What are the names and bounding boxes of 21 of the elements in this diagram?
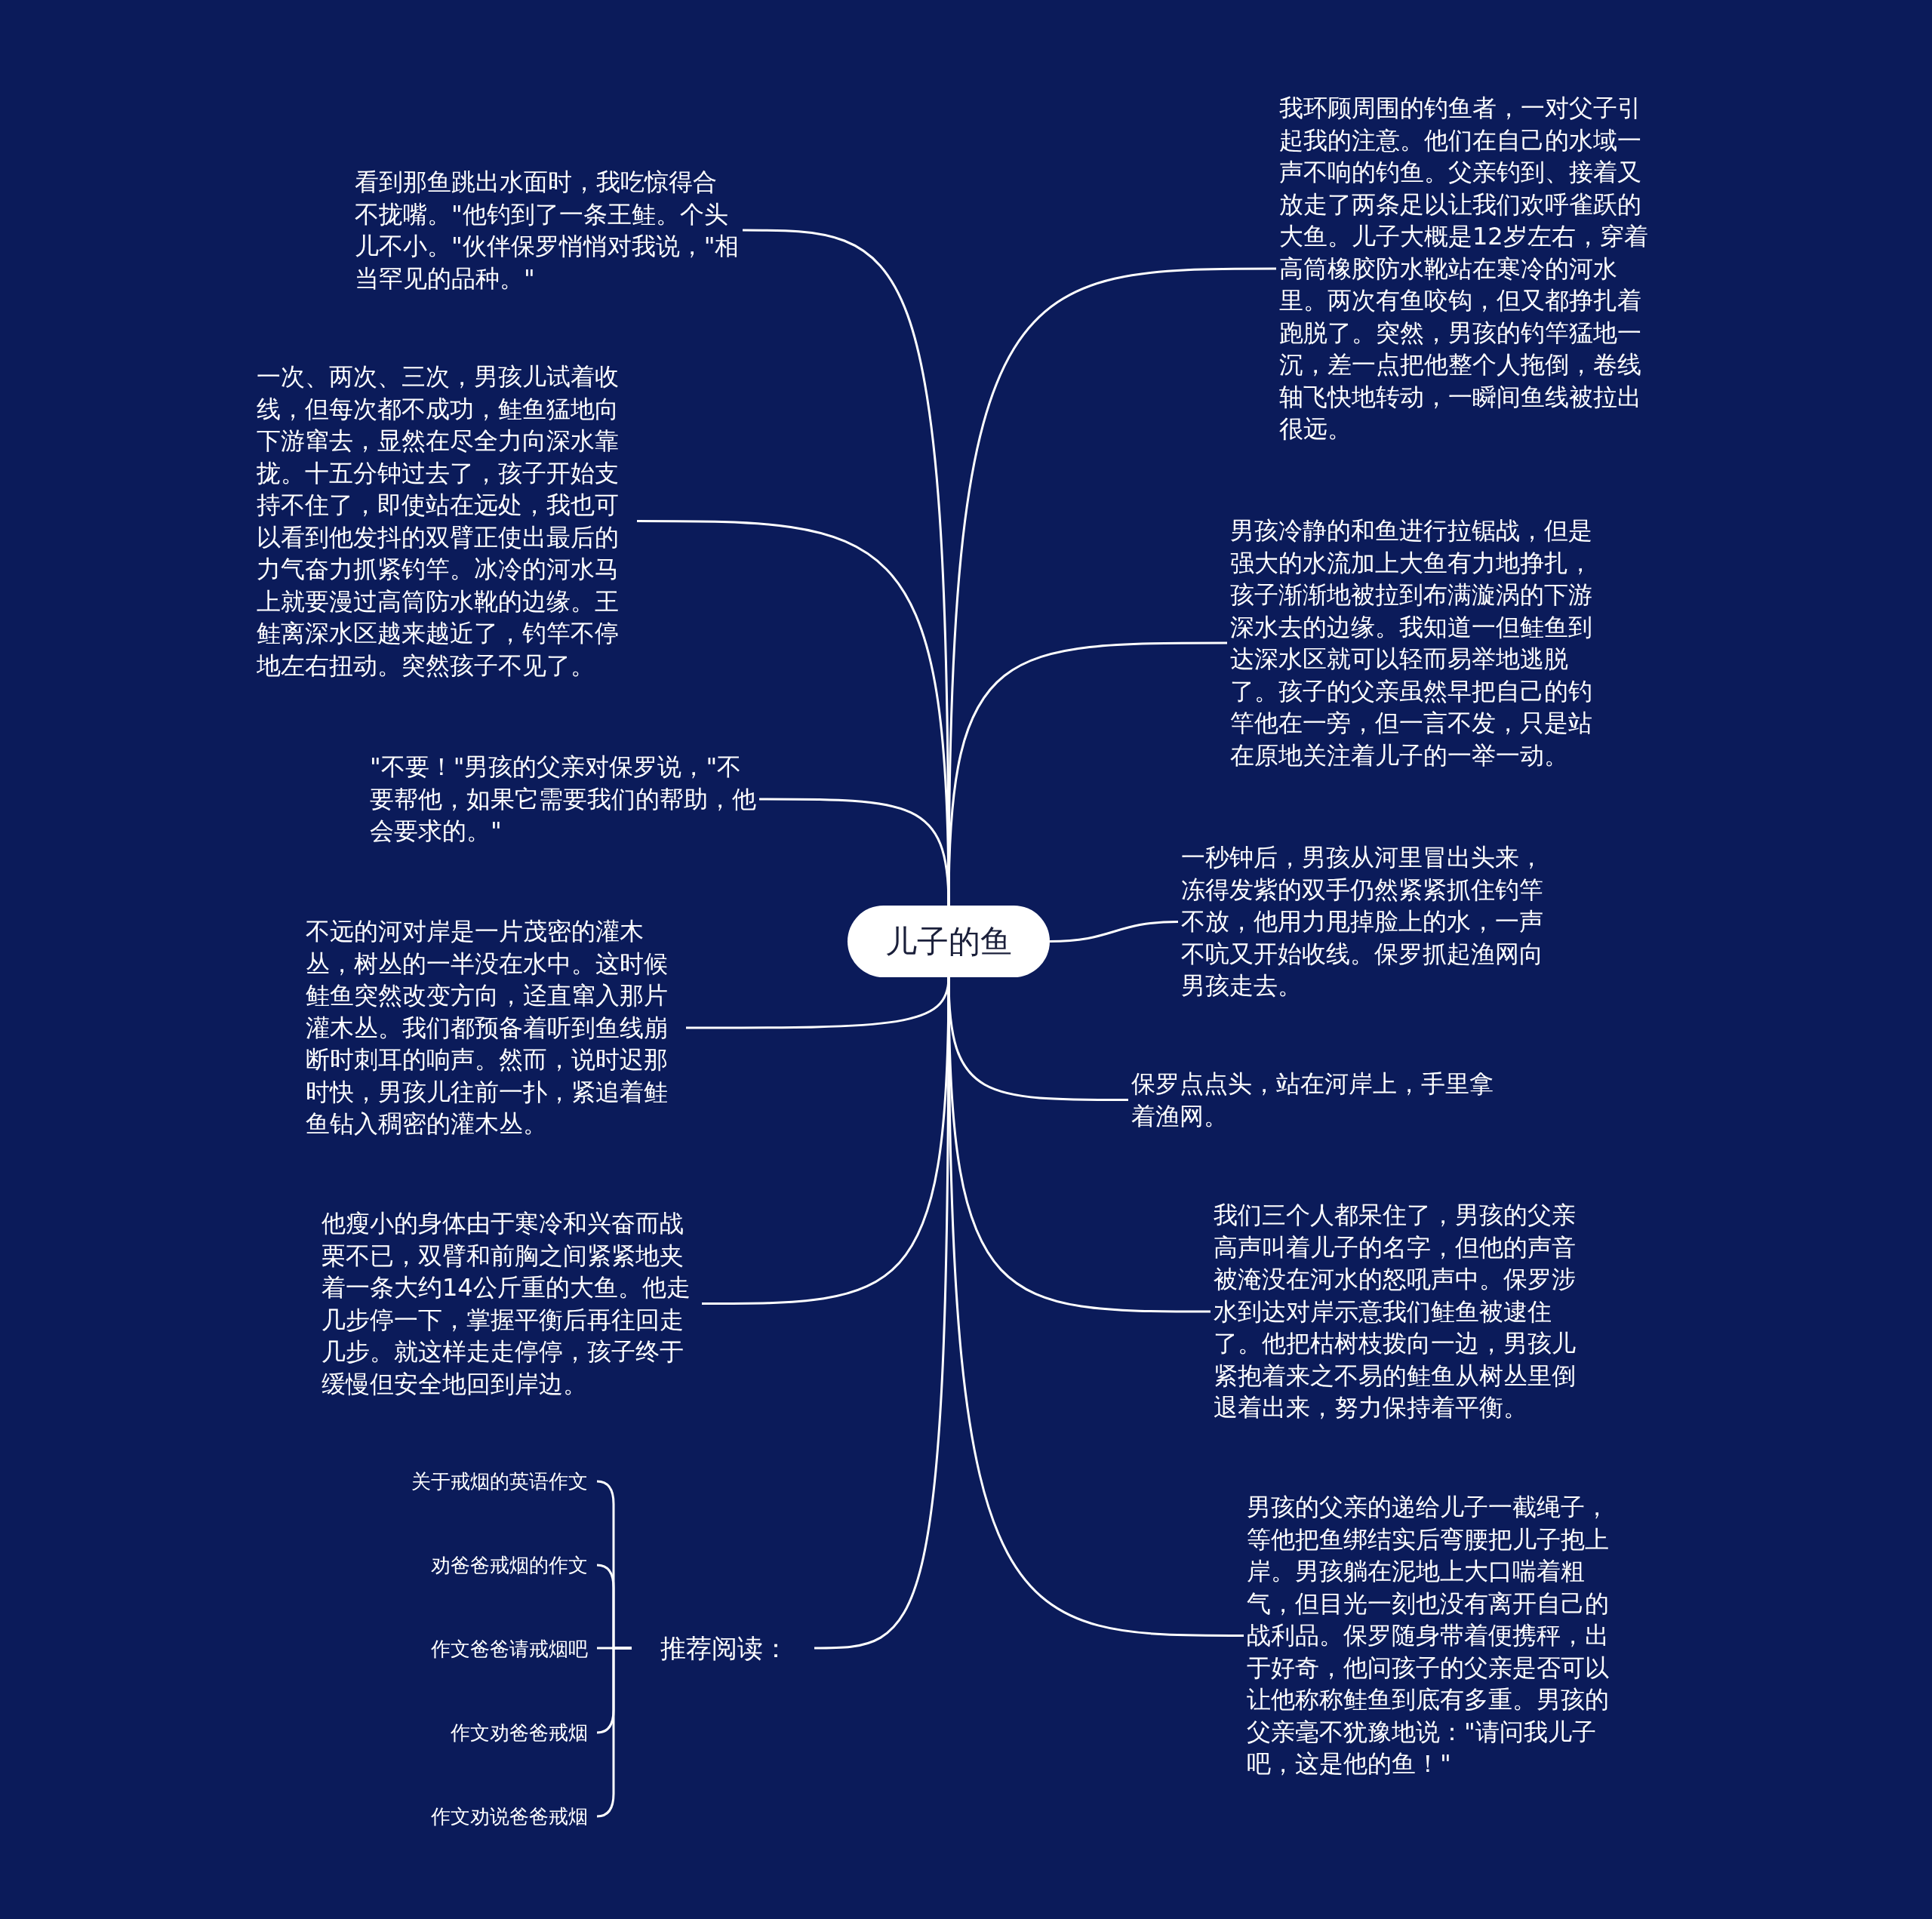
topic-text: 保罗点点头，站在河岸上，手里拿着渔网。 (1131, 1068, 1509, 1132)
connector-line (947, 641, 1227, 906)
topic-text: 男孩冷静的和鱼进行拉锯战，但是强大的水流加上大鱼有力地挣扎，孩子渐渐地被拉到布满漩涡的下游深水去的边缘。我知道一但鲑鱼到达深水区就可以轻而易举地逃脱了。孩子的父亲虽然早把自己的钓竿他在一旁，但一言不发，只是站在原地关注着儿子的一举一动。 (1230, 515, 1607, 771)
topic-text: "不要！"男孩的父亲对保罗说，"不要帮他，如果它需要我们的帮助，他会要求的。" (370, 751, 756, 847)
topic-text: 一次、两次、三次，男孩儿试着收线，但每次都不成功，鲑鱼猛地向下游窜去，显然在尽全力向深水靠拢。十五分钟过去了，孩子开始支持不住了，即使站在远处，我也可以看到他发抖的双臂正使出最后的力气奋力抓紧钓竿。冰冷的河水马上就要漫过高筒防水靴的边缘。王鲑离深水区越来越近了，钓竿不停地左右扭动。突然孩子不见了。 (257, 361, 634, 681)
topic-text: 我环顾周围的钓鱼者，一对父子引起我的注意。他们在自己的水域一声不响的钓鱼。父亲钓到、接着又放走了两条足以让我们欢呼雀跃的大鱼。儿子大概是12岁左右，穿着高筒橡胶防水靴站在寒冷的河水里。两次有鱼咬钩，但又都挣扎着跑脱了。突然，男孩的钓竿猛地一沉，差一点把他整个人拖倒，卷线轴飞快地转动，一瞬间鱼线被拉出很远。 (1279, 92, 1657, 445)
link-text: 关于戒烟的英语作文 (411, 1468, 597, 1495)
connector-line (759, 798, 950, 906)
central-topic: 儿子的鱼 (848, 906, 1050, 977)
topic-text: 不远的河对岸是一片茂密的灌木丛，树丛的一半没在水中。这时候鲑鱼突然改变方向，迳直窜入那片灌木丛。我们都预备着听到鱼线崩断时刺耳的响声。然而，说时迟那时快，男孩儿往前一扑，紧追着鲑鱼钻入稠密的灌木丛。 (306, 915, 683, 1140)
topic-text: 他瘦小的身体由于寒冷和兴奋而战栗不已，双臂和前胸之间紧紧地夹着一条大约14公斤重的大鱼。他走几步停一下，掌握平衡后再往回走几步。就这样走走停停，孩子终于缓慢但安全地回到岸边。 (321, 1207, 699, 1400)
topic-text: 推荐阅读： (632, 1631, 811, 1665)
topic-text: 男孩的父亲的递给儿子一截绳子，等他把鱼绑结实后弯腰把儿子抱上岸。男孩躺在泥地上大口喘着粗气，但目光一刻也没有离开自己的战利品。保罗随身带着便携秤，出于好奇，他问孩子的父亲是否可以让他称称鲑鱼到底有多重。男孩的父亲毫不犹豫地说："请问我儿子吧，这是他的鱼！" (1247, 1491, 1624, 1780)
connector-line (1049, 921, 1179, 943)
topic-text: 看到那鱼跳出水面时，我吃惊得合不拢嘴。"他钓到了一条王鲑。个头儿不小。"伙伴保罗悄悄对我说，"相当罕见的品种。" (355, 166, 740, 294)
link-text: 作文劝说爸爸戒烟 (431, 1803, 597, 1830)
topic-text: 一秒钟后，男孩从河里冒出头来，冻得发紫的双手仍然紧紧抓住钓竿不放，他用力甩掉脸上的水，一声不吭又开始收线。保罗抓起渔网向男孩走去。 (1181, 841, 1558, 1002)
link-text: 劝爸爸戒烟的作文 (431, 1551, 597, 1579)
link-text: 作文劝爸爸戒烟 (451, 1719, 597, 1746)
link-text: 作文爸爸请戒烟吧 (431, 1635, 597, 1662)
topic-text: 我们三个人都呆住了，男孩的父亲高声叫着儿子的名字，但他的声音被淹没在河水的怒吼声中。保罗涉水到达对岸示意我们鲑鱼被逮住了。他把枯树枝拨向一边，男孩儿紧抱着来之不易的鲑鱼从树丛里倒退着出来，努力保持着平衡。 (1214, 1199, 1591, 1424)
